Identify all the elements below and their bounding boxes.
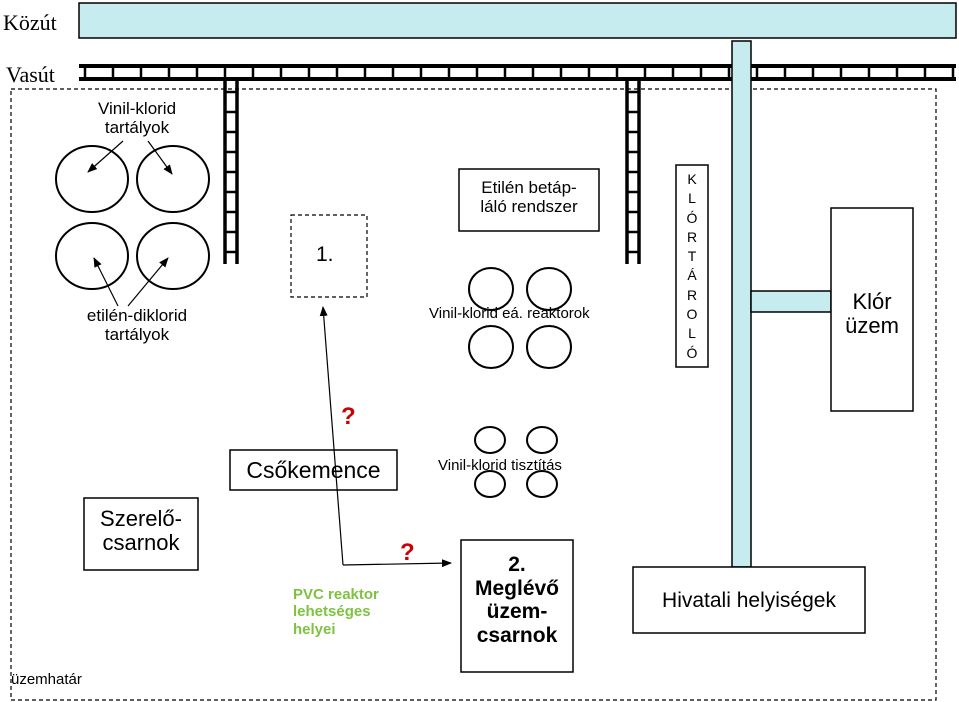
edc-tanks-label: etilén-diklorid tartályok: [86, 306, 188, 344]
plant-boundary: [10, 88, 937, 701]
existing-hall-label: 2. Meglévő üzem- csarnok: [474, 553, 560, 647]
pointer-vc-tank-2: [147, 140, 173, 175]
ethylene-feed-box: [458, 168, 600, 232]
tube-furnace-box: [229, 449, 398, 491]
purification-vessel-1: [474, 426, 506, 454]
plant-boundary-label: üzemhatár: [11, 671, 82, 688]
road-band: [78, 2, 957, 39]
site-1-label: 1.: [316, 243, 334, 266]
rail-siding-right: [625, 80, 641, 264]
pointer-vc-tank-1: [87, 140, 124, 173]
road-label: Közút: [3, 10, 57, 35]
pvc-site-arrow-2: [342, 559, 452, 568]
workshop-box: [83, 497, 199, 571]
tank-vc-1: [55, 145, 129, 213]
site-1-area: [290, 214, 368, 298]
pvc-sites-label: PVC reaktor lehetséges helyei: [293, 586, 379, 638]
existing-hall-box: [460, 539, 574, 673]
question-mark-2: ?: [400, 539, 415, 566]
pointer-edc-tank-1: [93, 257, 119, 307]
vc-reactors-label: Vinil-klorid eá. reaktorok: [429, 305, 590, 322]
vc-tanks-label: Vinil-klorid tartályok: [97, 99, 177, 137]
vc-reactor-1: [468, 267, 514, 311]
chlorine-storage-box: [675, 164, 709, 368]
chlorine-pipe-vertical: [731, 40, 752, 568]
chlorine-storage-label: K L Ó R T Á R O L Ó: [686, 171, 698, 361]
workshop-label: Szerelő- csarnok: [100, 506, 182, 556]
tube-furnace-label: Csőkemence: [246, 457, 381, 483]
tank-vc-2: [136, 145, 210, 213]
rail-label: Vasút: [6, 62, 55, 87]
tank-edc-2: [136, 222, 210, 290]
chlorine-pipe-horizontal: [750, 290, 832, 313]
chlorine-plant-label: Klór üzem: [845, 289, 899, 339]
pointer-edc-tank-2: [127, 257, 169, 307]
purification-vessel-4: [526, 470, 558, 498]
offices-label: Hivatali helyiségek: [662, 589, 836, 612]
rail-siding-left: [223, 80, 239, 264]
ethylene-feed-label: Etilén betáp- láló rendszer: [480, 178, 578, 216]
vc-reactor-4: [526, 325, 572, 369]
chlorine-plant-box: [830, 207, 914, 412]
vc-reactor-2: [526, 267, 572, 311]
railway-track: [79, 64, 956, 81]
vc-purification-label: Vinil-klorid tisztítás: [438, 457, 562, 474]
pvc-site-path: [319, 306, 344, 566]
offices-box: [632, 566, 866, 634]
vc-reactor-3: [468, 325, 514, 369]
question-mark-1: ?: [341, 403, 356, 430]
purification-vessel-3: [474, 470, 506, 498]
purification-vessel-2: [526, 426, 558, 454]
tank-edc-1: [55, 222, 129, 290]
